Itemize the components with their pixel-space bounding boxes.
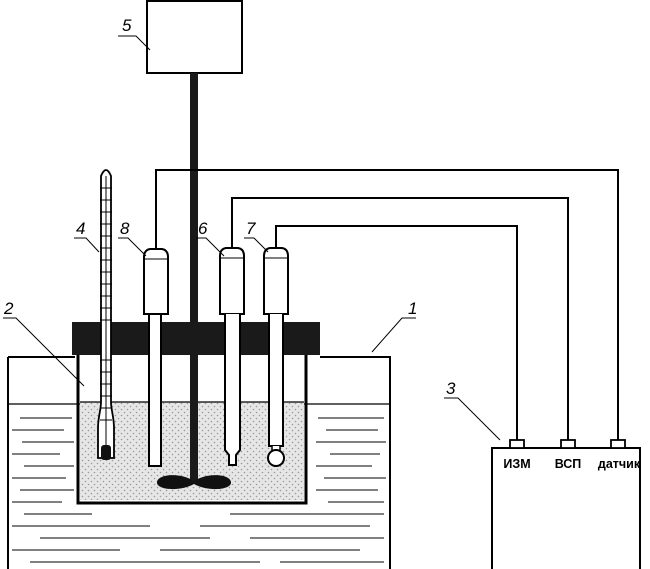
electrode-8 [143,248,169,467]
terminal-vsp [560,439,576,449]
stirrer-motor-box [146,0,243,74]
measuring-instrument: ИЗМ ВСП датчик [491,439,641,569]
water-bath [7,356,391,569]
label-2: 2 [3,299,14,318]
terminal-label-vsp: ВСП [555,457,582,471]
stirrer-propeller [156,475,232,490]
leader-lines [3,35,501,441]
electrode-7 [263,247,289,467]
connection-wires [155,169,619,440]
label-6: 6 [198,219,208,238]
terminal-label-sensor: датчик [598,457,641,471]
label-7: 7 [246,219,256,238]
terminal-izm [509,439,525,449]
stirrer-shaft [190,73,198,483]
label-1: 1 [408,299,417,318]
label-8: 8 [120,219,130,238]
terminal-sensor [610,439,626,449]
electrode-6 [219,247,245,466]
label-3: 3 [446,379,456,398]
label-4: 4 [76,219,85,238]
bath-water-lines [12,417,386,563]
thermometer [97,169,115,460]
terminal-label-izm: ИЗМ [503,457,530,471]
label-5: 5 [122,16,132,35]
